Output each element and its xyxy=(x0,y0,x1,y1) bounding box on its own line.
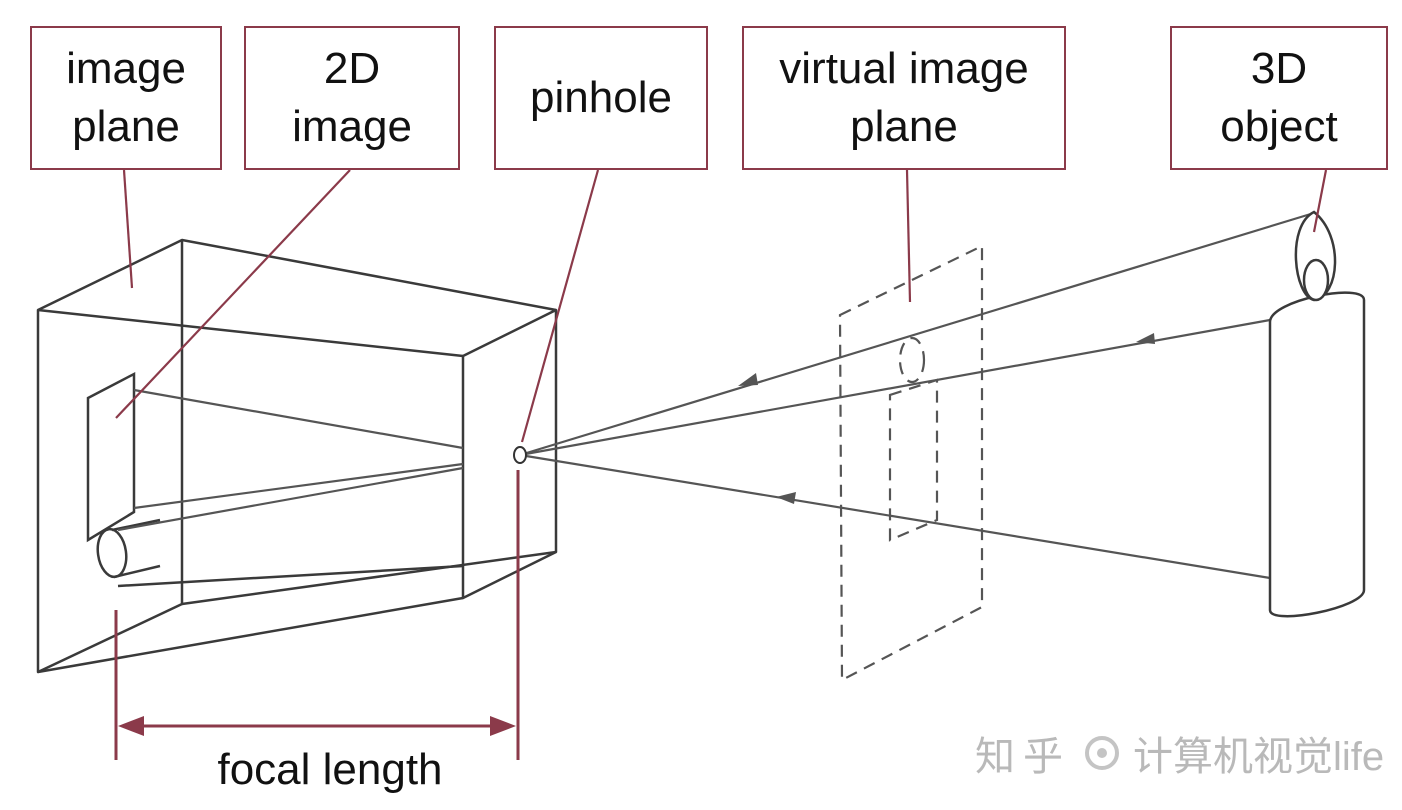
leader-pinhole xyxy=(520,169,600,443)
ray-flame-to-pinhole xyxy=(519,211,1315,457)
label-2d-image-line-1: 2D xyxy=(323,44,381,93)
camera-edge-top-left xyxy=(37,308,464,358)
arrowhead-2 xyxy=(1136,333,1155,344)
pinhole-aperture xyxy=(513,446,527,464)
ray-base-to-pinhole xyxy=(519,453,1271,580)
camera-box xyxy=(36,238,558,674)
watermark-brand: 知乎 xyxy=(975,735,1071,779)
watermark: 知乎 计算机视觉life xyxy=(975,722,1385,784)
ray-inside-top xyxy=(133,388,464,450)
label-virtual-image-plane-line-1: virtual image xyxy=(779,44,1029,93)
camera-edge-bottom-back xyxy=(181,550,557,606)
label-virtual-image-plane: virtual image plane xyxy=(742,26,1066,170)
label-3d-object-line-1: 3D xyxy=(1250,44,1308,93)
label-2d-image: 2D image xyxy=(244,26,460,170)
label-virtual-image-plane-line-2: plane xyxy=(850,102,958,151)
inverted-candle-flame xyxy=(96,527,128,579)
leader-image-plane xyxy=(122,169,134,289)
leader-virtual-plane xyxy=(905,169,912,303)
inverted-candle-body xyxy=(86,371,136,543)
label-2d-image-line-2: image xyxy=(292,102,412,151)
ray-arrowheads xyxy=(738,333,1155,504)
wechat-logo-icon xyxy=(1085,736,1119,770)
candle-body xyxy=(1268,291,1366,618)
flame-edge-top xyxy=(111,518,161,532)
virtual-image-plane xyxy=(838,244,984,682)
virtual-candle-body xyxy=(888,378,939,542)
arrowhead-1 xyxy=(738,373,758,386)
label-pinhole-line-1: pinhole xyxy=(530,73,672,122)
candle-object xyxy=(1268,210,1366,618)
label-pinhole: pinhole xyxy=(494,26,708,170)
arrowhead-3 xyxy=(776,492,796,504)
camera-edge-bottom-left xyxy=(37,596,464,674)
label-image-plane-line-2: plane xyxy=(72,102,180,151)
ray-inside-low xyxy=(117,466,464,532)
virtual-candle-flame xyxy=(898,336,926,384)
projected-2d-image xyxy=(86,371,161,579)
focal-length-dimension xyxy=(114,470,520,760)
label-3d-object: 3D object xyxy=(1170,26,1388,170)
candle-flame-inner xyxy=(1302,258,1330,302)
focal-length-label: focal length xyxy=(217,745,443,794)
label-3d-object-line-2: object xyxy=(1220,102,1338,151)
virtual-plane-outline xyxy=(838,244,984,682)
light-rays xyxy=(117,211,1315,580)
camera-inner-floor-line xyxy=(117,564,464,588)
watermark-account: 计算机视觉life xyxy=(1133,735,1385,779)
ray-inside-mid xyxy=(133,462,464,510)
leader-3d-object xyxy=(1312,169,1328,233)
leader-lines xyxy=(115,169,1328,443)
leader-2d-image xyxy=(115,169,351,419)
focal-arrowhead-right xyxy=(490,716,516,736)
label-image-plane: image plane xyxy=(30,26,222,170)
focal-arrowhead-left xyxy=(118,716,144,736)
flame-edge-bottom xyxy=(113,564,161,579)
label-image-plane-line-1: image xyxy=(66,44,186,93)
camera-edge-top-back xyxy=(181,238,557,312)
